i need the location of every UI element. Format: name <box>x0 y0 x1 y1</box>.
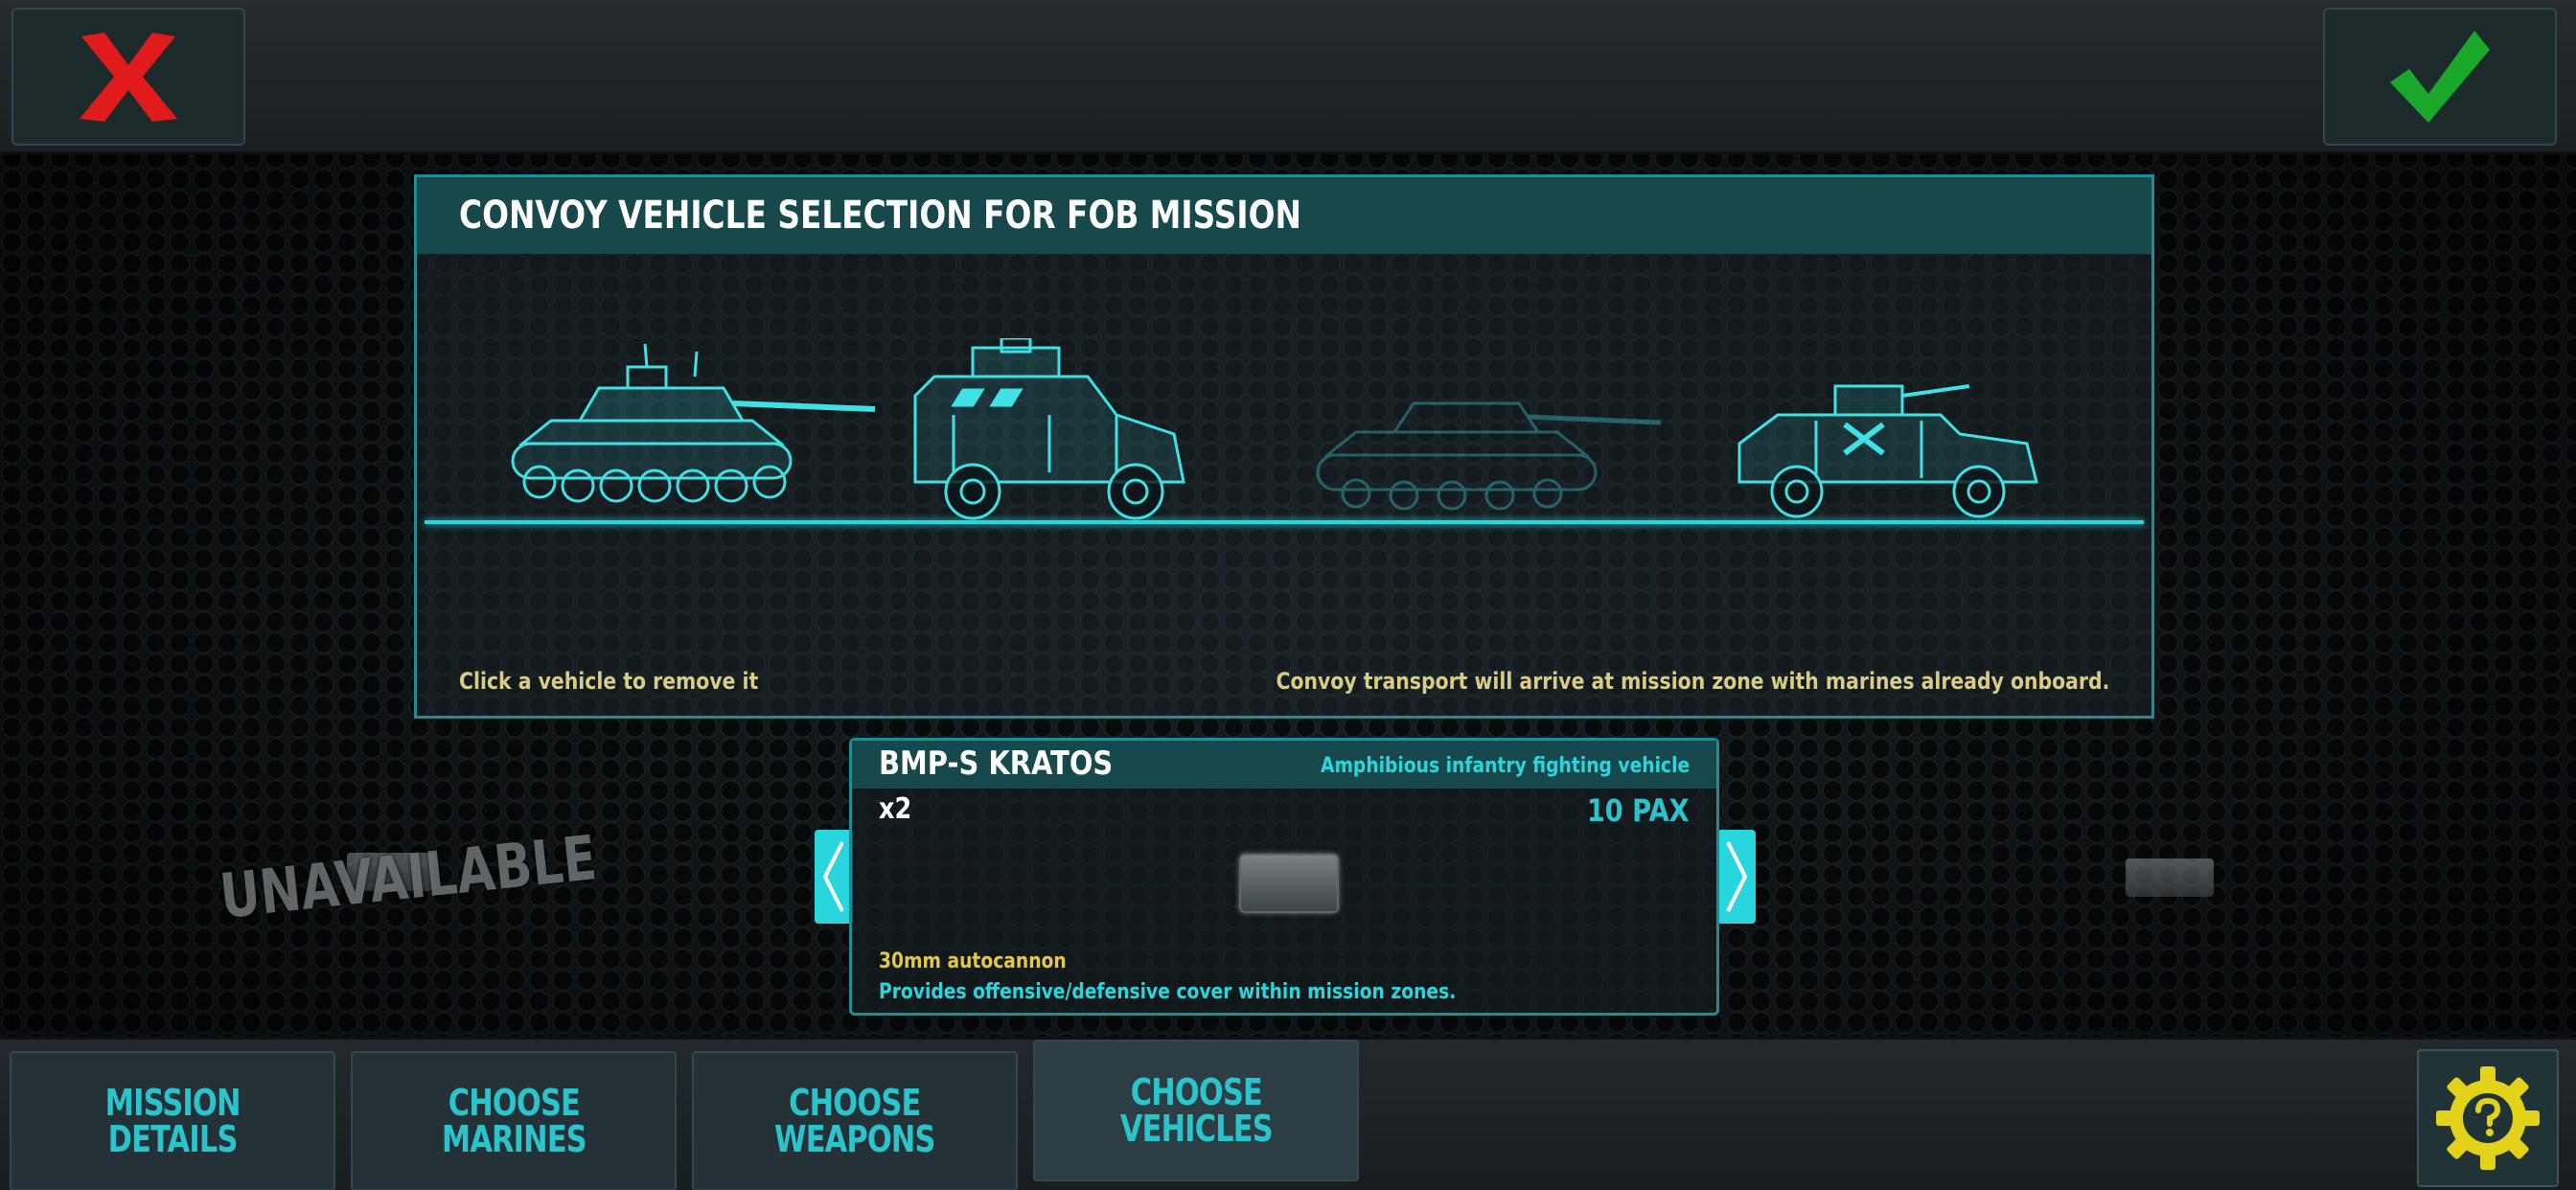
convoy-baseline <box>425 520 2144 524</box>
vehicle-card-header <box>852 741 1716 789</box>
convoy-slot-tank[interactable] <box>494 338 877 520</box>
vehicle-weapon: 30mm autocannon <box>879 950 1067 973</box>
tab-mission-details[interactable]: MISSION DETAILS <box>10 1051 335 1190</box>
next-vehicle-thumb[interactable] <box>2126 858 2214 897</box>
tab-choose-marines[interactable]: CHOOSE MARINES <box>351 1051 677 1190</box>
armored-truck-icon <box>913 336 1185 520</box>
tab-label: CHOOSE MARINES <box>441 1082 586 1160</box>
check-icon <box>2390 31 2490 123</box>
panel-title: CONVOY VEHICLE SELECTION FOR FOB MISSION <box>459 194 1301 238</box>
bottom-tab-bar: MISSION DETAILS CHOOSE MARINES CHOOSE WE… <box>0 1037 2576 1190</box>
confirm-button[interactable] <box>2323 8 2557 146</box>
tab-label: CHOOSE VEHICLES <box>1119 1071 1274 1150</box>
vehicle-name: BMP-S KRATOS <box>879 744 1114 783</box>
vehicle-thumbnail <box>1239 854 1339 913</box>
convoy-slot-armored-truck[interactable] <box>896 336 1203 530</box>
next-vehicle-button[interactable] <box>1717 830 1756 924</box>
help-settings-button[interactable] <box>2417 1049 2559 1187</box>
tank-icon <box>1316 401 1662 511</box>
chevron-left-icon <box>822 841 844 912</box>
gear-help-icon <box>2436 1066 2540 1170</box>
humvee-icon <box>1737 384 2038 518</box>
tab-choose-weapons[interactable]: CHOOSE WEAPONS <box>692 1051 1018 1190</box>
chevron-right-icon <box>1726 841 1748 912</box>
convoy-slot-empty[interactable] <box>1299 359 1663 522</box>
vehicle-description: Provides offensive/defensive cover withi… <box>879 980 1457 1004</box>
tab-label: MISSION DETAILS <box>104 1082 241 1160</box>
tab-choose-vehicles[interactable]: CHOOSE VEHICLES <box>1033 1040 1359 1181</box>
tab-label: CHOOSE WEAPONS <box>774 1082 935 1160</box>
unavailable-label: UNAVAILABLE <box>217 822 600 933</box>
panel-header: CONVOY VEHICLE SELECTION FOR FOB MISSION <box>417 177 2151 254</box>
transport-hint: Convoy transport will arrive at mission … <box>1276 668 2109 695</box>
top-bar <box>0 0 2576 154</box>
remove-hint: Click a vehicle to remove it <box>459 668 759 695</box>
vehicle-type: Amphibious infantry fighting vehicle <box>1320 754 1690 778</box>
close-button[interactable] <box>12 8 245 146</box>
tank-icon <box>511 343 876 503</box>
vehicle-card[interactable]: BMP-S KRATOS Amphibious infantry fightin… <box>849 738 1719 1016</box>
prev-vehicle-button[interactable] <box>815 830 853 924</box>
vehicle-capacity: 10 PAX <box>1587 792 1690 829</box>
x-icon <box>80 33 177 122</box>
unavailable-vehicle-thumb <box>347 853 433 891</box>
convoy-selection-panel: CONVOY VEHICLE SELECTION FOR FOB MISSION <box>414 174 2154 719</box>
convoy-slot-humvee[interactable] <box>1720 348 2065 530</box>
vehicle-quantity: x2 <box>879 792 912 826</box>
